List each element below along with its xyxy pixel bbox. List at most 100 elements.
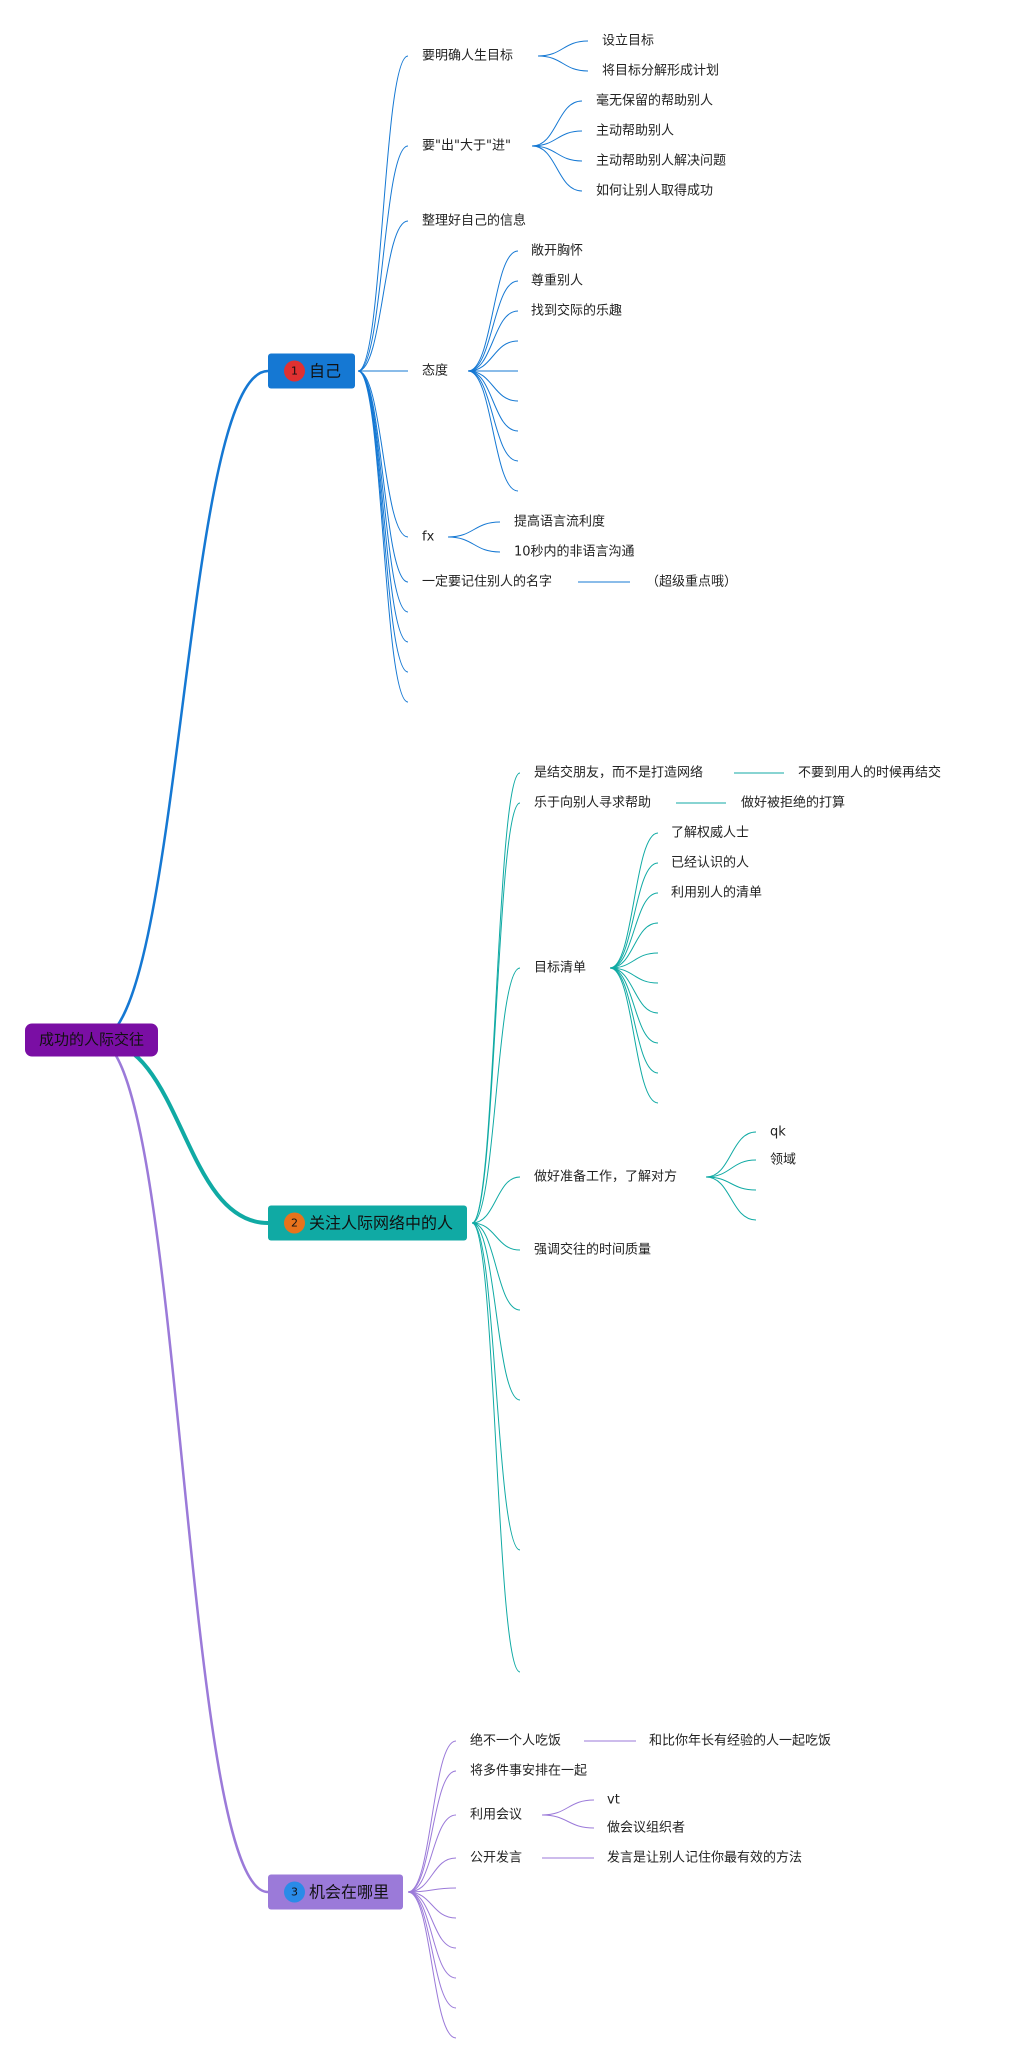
- connector: [541, 1799, 595, 1816]
- subtopic[interactable]: 做好被拒绝的打算: [741, 795, 846, 811]
- subtopic[interactable]: 已经认识的人: [671, 855, 750, 871]
- topic-preparation[interactable]: 做好准备工作，了解对方: [534, 1169, 678, 1185]
- connector: [705, 1176, 757, 1221]
- connector: [609, 922, 659, 969]
- connector: [357, 55, 409, 372]
- subtopic[interactable]: 设立目标: [602, 33, 655, 49]
- topic-life-goal[interactable]: 要明确人生目标: [422, 48, 514, 64]
- subtopic[interactable]: 领域: [770, 1152, 797, 1168]
- connector: [609, 892, 659, 969]
- topic-combine-tasks[interactable]: 将多件事安排在一起: [470, 1763, 588, 1779]
- topic-public-speaking[interactable]: 公开发言: [470, 1850, 523, 1866]
- connector: [407, 1891, 457, 1949]
- connector: [471, 1222, 521, 1551]
- topic-give-more[interactable]: 要"出"大于"进": [422, 138, 511, 154]
- subtopic[interactable]: 做会议组织者: [607, 1820, 686, 1836]
- subtopic[interactable]: 利用别人的清单: [671, 885, 763, 901]
- branch-label: 关注人际网络中的人: [309, 1213, 454, 1232]
- number-badge-2: 2: [284, 1212, 305, 1234]
- subtopic[interactable]: 了解权威人士: [671, 825, 750, 841]
- connector: [357, 370, 409, 703]
- connector: [609, 967, 659, 1074]
- topic-use-meetings[interactable]: 利用会议: [470, 1807, 523, 1823]
- connector: [471, 1176, 521, 1224]
- number-badge-3: 3: [284, 1881, 305, 1903]
- connector: [467, 340, 519, 372]
- topic-never-eat-alone[interactable]: 绝不一个人吃饭: [470, 1733, 562, 1749]
- connector: [471, 967, 521, 1224]
- subtopic[interactable]: 尊重别人: [531, 273, 584, 289]
- subtopic[interactable]: qk: [770, 1124, 786, 1140]
- subtopic[interactable]: 找到交际的乐趣: [531, 303, 623, 319]
- connector: [96, 1038, 269, 1894]
- connector: [531, 145, 583, 162]
- connector: [609, 862, 659, 969]
- topic-time-quality[interactable]: 强调交往的时间质量: [534, 1242, 652, 1258]
- connector: [467, 370, 519, 432]
- subtopic[interactable]: vt: [607, 1792, 620, 1808]
- branch-self[interactable]: 1 自己: [268, 353, 356, 389]
- connector: [531, 145, 583, 192]
- number-badge-1: 1: [284, 360, 305, 382]
- connector: [467, 370, 519, 402]
- subtopic[interactable]: 如何让别人取得成功: [596, 183, 714, 199]
- connector: [357, 370, 409, 673]
- topic-ask-help[interactable]: 乐于向别人寻求帮助: [534, 795, 652, 811]
- subtopic[interactable]: （超级重点哦）: [646, 574, 738, 590]
- subtopic[interactable]: 和比你年长有经验的人一起吃饭: [649, 1733, 832, 1749]
- connector: [541, 1814, 595, 1829]
- connector: [537, 40, 589, 57]
- connector: [609, 832, 659, 969]
- connector: [471, 802, 521, 1224]
- subtopic[interactable]: 10秒内的非语言沟通: [514, 544, 635, 560]
- connector: [407, 1857, 457, 1893]
- branch-label: 自己: [309, 361, 342, 380]
- topic-target-list[interactable]: 目标清单: [534, 960, 587, 976]
- connector: [467, 250, 519, 372]
- branch-network-people[interactable]: 2 关注人际网络中的人: [268, 1205, 468, 1241]
- topic-make-friends[interactable]: 是结交朋友，而不是打造网络: [534, 765, 704, 781]
- connector: [609, 967, 659, 1104]
- subtopic[interactable]: 发言是让别人记住你最有效的方法: [607, 1850, 803, 1866]
- connector: [96, 369, 269, 1042]
- connector: [407, 1887, 457, 1893]
- connector: [609, 967, 659, 1014]
- branch-label: 机会在哪里: [309, 1882, 390, 1901]
- connector: [407, 1891, 457, 2009]
- connector: [357, 145, 409, 372]
- connector: [447, 536, 501, 553]
- connector: [705, 1131, 757, 1178]
- subtopic[interactable]: 将目标分解形成计划: [602, 63, 720, 79]
- connector: [467, 310, 519, 372]
- connector: [609, 952, 659, 969]
- subtopic[interactable]: 不要到用人的时候再结交: [798, 765, 942, 781]
- branch-opportunities[interactable]: 3 机会在哪里: [268, 1874, 404, 1910]
- connector: [407, 1891, 457, 1919]
- topic-fx[interactable]: fx: [422, 529, 435, 545]
- connector: [357, 370, 409, 613]
- connector: [471, 772, 521, 1224]
- connector: [471, 1222, 521, 1251]
- subtopic[interactable]: 提高语言流利度: [514, 514, 606, 530]
- connector: [447, 521, 501, 538]
- connector: [467, 280, 519, 372]
- root-label: 成功的人际交往: [39, 1030, 145, 1049]
- subtopic[interactable]: 毫无保留的帮助别人: [596, 93, 714, 109]
- connector: [471, 1222, 521, 1311]
- root-topic[interactable]: 成功的人际交往: [25, 1023, 159, 1057]
- subtopic[interactable]: 敞开胸怀: [531, 243, 584, 259]
- subtopic[interactable]: 主动帮助别人: [596, 123, 675, 139]
- connector: [705, 1159, 757, 1178]
- topic-remember-names[interactable]: 一定要记住别人的名字: [422, 574, 553, 590]
- topic-organize-info[interactable]: 整理好自己的信息: [422, 213, 527, 229]
- connector: [407, 1770, 457, 1893]
- connector: [467, 370, 519, 492]
- connector: [357, 370, 409, 538]
- topic-attitude[interactable]: 态度: [422, 363, 449, 379]
- connector: [357, 370, 409, 583]
- connector: [471, 1222, 521, 1401]
- subtopic[interactable]: 主动帮助别人解决问题: [596, 153, 727, 169]
- connector: [531, 100, 583, 147]
- connector: [407, 1891, 457, 2039]
